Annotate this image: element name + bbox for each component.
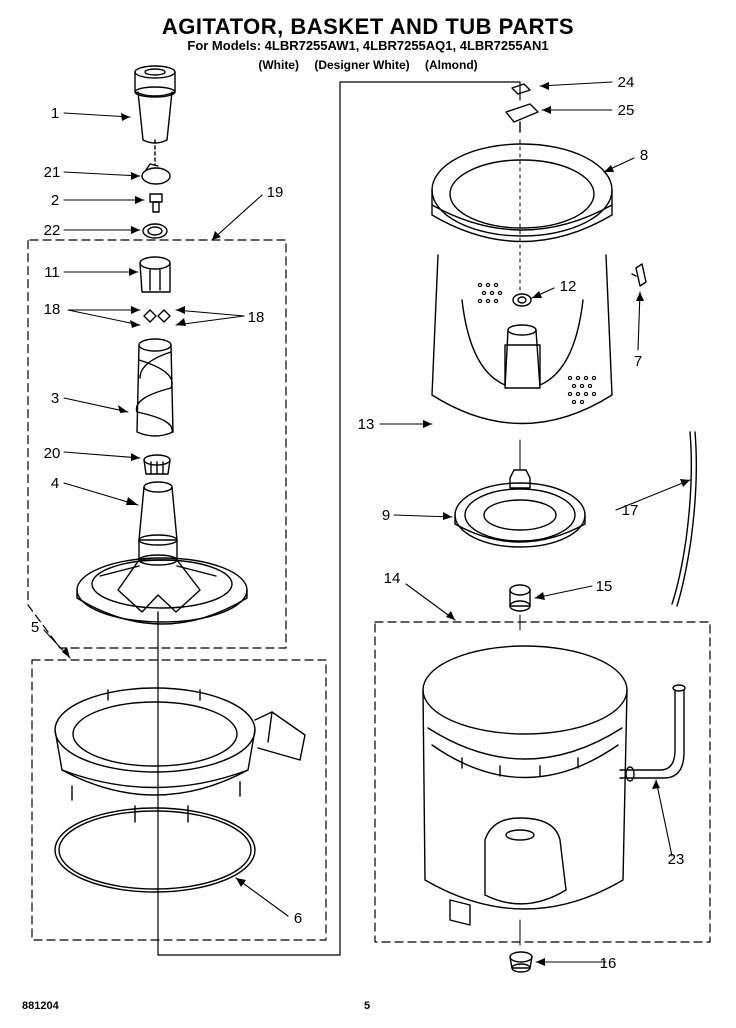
hose-17-drawing (671, 431, 698, 607)
document-code: 881204 (22, 1000, 59, 1012)
bolt-drawing (149, 193, 163, 213)
callout-17: 17 (622, 502, 639, 519)
leader-lines (43, 81, 691, 963)
color-variants: (White) (Designer White) (Almond) (0, 58, 736, 72)
callout-21: 21 (44, 164, 61, 181)
callout-12: 12 (560, 278, 577, 295)
agitator-base-drawing (76, 481, 248, 626)
callout-4: 4 (51, 475, 59, 492)
assembly-connector-line (157, 81, 521, 956)
washer-drawing (142, 223, 168, 239)
callout-15: 15 (596, 578, 613, 595)
callout-13: 13 (358, 416, 375, 433)
variant-almond: (Almond) (425, 58, 478, 72)
auger-drawing (135, 338, 174, 437)
retaining-clip-drawing (141, 163, 171, 185)
callout-19: 19 (267, 184, 284, 201)
leader-arrowheads (62, 82, 690, 966)
callout-18-left: 18 (44, 301, 61, 318)
dogs-drawing (143, 309, 171, 323)
basket-drawing (431, 254, 613, 425)
callout-8: 8 (640, 147, 648, 164)
spanner-nut-drawing (509, 584, 531, 612)
callout-18-right: 18 (248, 309, 265, 326)
callout-14: 14 (384, 570, 401, 587)
tub-seal-drawing (509, 951, 533, 973)
assembly-14-box (374, 621, 711, 943)
callout-6: 6 (294, 910, 302, 927)
tub-drawing (422, 645, 628, 926)
cam-drawing (139, 256, 171, 293)
callout-25: 25 (618, 102, 635, 119)
agitator-cap-drawing (134, 65, 176, 166)
outlet-hose-drawing (619, 684, 686, 782)
models-line: For Models: 4LBR7255AW1, 4LBR7255AQ1, 4L… (187, 38, 549, 53)
callout-22: 22 (44, 222, 61, 239)
tub-ring-drawing (54, 687, 306, 823)
variant-designer-white: (Designer White) (314, 58, 410, 72)
callout-3: 3 (51, 390, 59, 407)
callout-9: 9 (382, 507, 390, 524)
callout-11: 11 (44, 264, 60, 281)
callout-16: 16 (600, 955, 617, 972)
callout-1: 1 (51, 105, 59, 122)
assembly-19-box (27, 239, 287, 649)
drive-hub-drawing (454, 469, 586, 548)
page-number: 5 (364, 1000, 371, 1012)
drive-bell-drawing (143, 454, 171, 475)
callout-20: 20 (44, 445, 61, 462)
seal-ring-drawing (54, 807, 256, 893)
callout-23: 23 (668, 851, 685, 868)
screw-drawing (511, 83, 531, 95)
assembly-5-box (31, 659, 327, 941)
callout-2: 2 (51, 192, 59, 209)
clip-7-drawing (631, 263, 647, 287)
variant-white: (White) (258, 58, 299, 72)
callout-labels: 1 21 2 22 19 11 18 18 3 20 4 5 6 24 25 8… (31, 74, 685, 972)
clip-25-drawing (505, 103, 539, 133)
callout-24: 24 (618, 74, 635, 91)
diagram-title: AGITATOR, BASKET AND TUB PARTS (161, 14, 575, 39)
callout-7: 7 (634, 353, 642, 370)
callout-5: 5 (31, 619, 39, 636)
balance-ring-drawing (431, 143, 613, 243)
nut-drawing (512, 293, 532, 307)
